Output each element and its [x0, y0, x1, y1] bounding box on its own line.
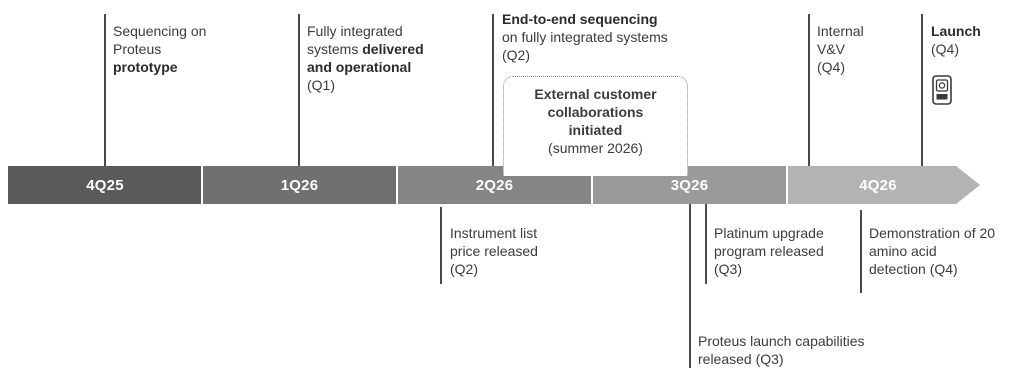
timeline-segment-4q26: 4Q26: [787, 166, 957, 204]
segment-label: 2Q26: [475, 176, 514, 194]
milestone-launch-capabilities: Proteus launch capabilities released (Q3…: [698, 332, 865, 368]
label-line: End-to-end sequencing: [502, 11, 658, 27]
milestone-line-integrated-systems: [298, 14, 300, 166]
external-collaboration-text: External customer collaborations initiat…: [503, 85, 688, 157]
milestone-line-platinum-upgrade: [705, 204, 707, 284]
label-line: V&V: [817, 41, 846, 57]
segment-divider: [201, 166, 203, 204]
label-line-mixed: systems delivered: [307, 40, 424, 58]
milestone-launch: Launch (Q4): [931, 22, 981, 58]
label-line: program released: [714, 243, 824, 259]
segment-label: 1Q26: [280, 176, 319, 194]
milestone-line-internal-vv: [808, 14, 810, 166]
label-line: (Q2): [450, 261, 478, 277]
milestone-internal-vv: Internal V&V (Q4): [817, 22, 864, 76]
label-line: released (Q3): [698, 351, 784, 367]
milestone-instrument-price: Instrument list price released (Q2): [450, 224, 538, 278]
label-line: on fully integrated systems: [502, 29, 668, 45]
milestone-line-amino-acid: [860, 210, 862, 293]
label-line: price released: [450, 243, 538, 259]
label-line: Instrument list: [450, 225, 538, 241]
label-line: (Q4): [817, 59, 845, 75]
label-line: Demonstration of 20: [869, 225, 996, 241]
label-line: amino acid: [869, 243, 937, 259]
label-line: (Q3): [714, 261, 742, 277]
label-line: Internal: [817, 23, 864, 39]
milestone-sequencing-prototype: Sequencing on Proteus prototype: [113, 22, 206, 76]
milestone-amino-acid: Demonstration of 20 amino acid detection…: [869, 224, 995, 278]
ext-line: initiated: [568, 122, 623, 138]
segment-label: 4Q25: [86, 176, 124, 194]
milestone-line-instrument-price: [440, 207, 442, 284]
label-line: Platinum upgrade: [714, 225, 824, 241]
ext-line: collaborations: [547, 104, 644, 120]
external-collaboration-box: [503, 76, 688, 176]
label-line: and operational: [307, 59, 412, 75]
label-text: systems: [307, 41, 363, 57]
segment-label: 3Q26: [670, 176, 709, 194]
segment-divider: [396, 166, 398, 204]
label-line: prototype: [113, 59, 178, 75]
milestone-platinum-upgrade: Platinum upgrade program released (Q3): [714, 224, 824, 278]
segment-divider: [786, 166, 788, 204]
segment-divider: [591, 166, 593, 204]
timeline-arrow-head: [956, 166, 980, 204]
label-line: (Q2): [502, 47, 530, 63]
milestone-end-to-end: End-to-end sequencing on fully integrate…: [502, 10, 668, 64]
segment-label: 4Q26: [859, 176, 897, 194]
instrument-device-icon: [932, 75, 952, 105]
milestone-line-launch-capabilities: [689, 204, 691, 368]
label-text-bold: delivered: [362, 41, 424, 57]
ext-line: (summer 2026): [548, 140, 643, 156]
label-line: Proteus: [113, 41, 162, 57]
ext-line: External customer: [534, 86, 657, 102]
milestone-integrated-systems: Fully integrated systems delivered and o…: [307, 22, 424, 94]
label-line: (Q1): [307, 77, 335, 93]
label-line: Proteus launch capabilities: [698, 333, 865, 349]
milestone-line-launch: [921, 14, 923, 166]
label-line: detection (Q4): [869, 261, 958, 277]
label-line: Fully integrated: [307, 23, 403, 39]
label-line: Launch: [931, 23, 981, 39]
label-line: Sequencing on: [113, 23, 207, 39]
milestone-line-sequencing-prototype: [104, 14, 106, 166]
label-line: (Q4): [931, 41, 959, 57]
timeline-segment-4q25: 4Q25: [8, 166, 202, 204]
timeline-segment-1q26: 1Q26: [202, 166, 397, 204]
milestone-line-end-to-end: [492, 14, 494, 166]
